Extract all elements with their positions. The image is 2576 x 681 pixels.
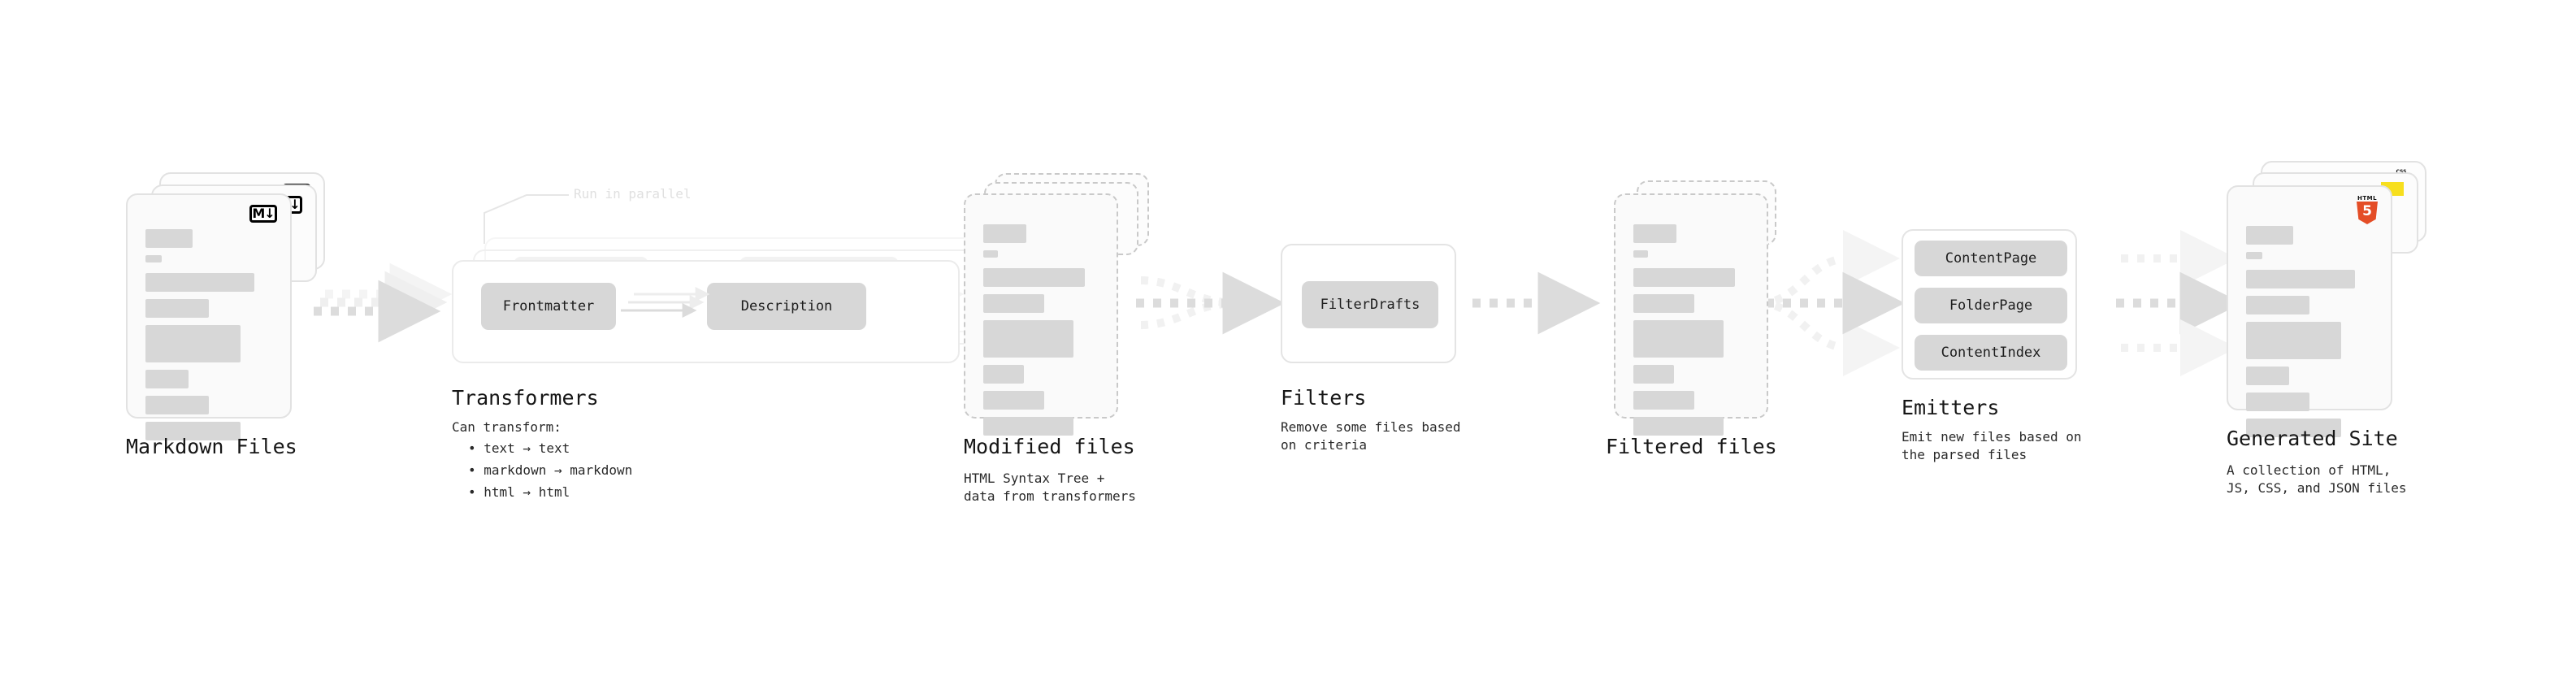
content-bar bbox=[1633, 294, 1695, 313]
content-bar bbox=[145, 229, 193, 248]
html5-icon-word: HTML bbox=[2357, 195, 2378, 202]
filters-title: Filters bbox=[1281, 386, 1367, 410]
filtered-card-front bbox=[1614, 193, 1768, 436]
transformers-bullet-1: • markdown → markdown bbox=[468, 462, 633, 478]
filtered-files-title: Filtered files bbox=[1606, 435, 1777, 458]
content-bar bbox=[1633, 224, 1676, 243]
markdown-badge: M↓ bbox=[249, 205, 277, 223]
content-bar bbox=[1633, 417, 1724, 436]
transformer-inner-arrows bbox=[621, 287, 710, 318]
emitter-chip-folderpage[interactable]: FolderPage bbox=[1915, 288, 2067, 323]
transformer-chip-label: Description bbox=[740, 298, 833, 314]
content-bar bbox=[1633, 320, 1724, 358]
content-bar bbox=[2246, 296, 2309, 314]
markdown-card-front: M↓ bbox=[126, 193, 292, 440]
emitter-chip-contentpage[interactable]: ContentPage bbox=[1915, 241, 2067, 276]
content-bar bbox=[983, 224, 1026, 243]
content-bar bbox=[983, 320, 1073, 358]
content-bar bbox=[983, 294, 1045, 313]
modified-card-content bbox=[983, 224, 1099, 443]
content-bar bbox=[2246, 367, 2290, 385]
arrow-modified-to-filters bbox=[1136, 271, 1286, 335]
content-bar bbox=[983, 365, 1024, 384]
content-bar bbox=[983, 268, 1085, 287]
markdown-files-title: Markdown Files bbox=[126, 435, 297, 458]
generated-site-title: Generated Site bbox=[2227, 427, 2398, 450]
site-card-content bbox=[2246, 226, 2373, 445]
content-bar bbox=[1633, 391, 1695, 410]
run-in-parallel-leader bbox=[484, 194, 569, 244]
emitters-subtitle: Emit new files based on the parsed files bbox=[1902, 429, 2082, 462]
content-bar bbox=[1633, 268, 1735, 287]
content-bar bbox=[145, 255, 163, 262]
site-card-front: HTML 5 bbox=[2227, 185, 2392, 437]
emitter-chip-label: ContentPage bbox=[1945, 250, 2037, 267]
content-bar bbox=[1633, 250, 1649, 258]
html5-icon: HTML 5 bbox=[2355, 195, 2379, 224]
content-bar bbox=[2246, 252, 2263, 259]
modified-card-front bbox=[964, 193, 1118, 436]
filter-chip-filterdrafts[interactable]: FilterDrafts bbox=[1302, 281, 1438, 328]
content-bar bbox=[145, 273, 255, 292]
content-bar bbox=[983, 391, 1045, 410]
transformer-chip-frontmatter[interactable]: Frontmatter bbox=[481, 283, 616, 330]
transformers-box: Frontmatter Description bbox=[452, 260, 960, 363]
content-bar bbox=[145, 422, 241, 440]
transformers-bullet-2: • html → html bbox=[468, 484, 570, 500]
content-bar bbox=[2246, 270, 2356, 288]
arrow-markdown-to-transformers bbox=[314, 262, 453, 343]
content-bar bbox=[2246, 226, 2293, 245]
emitters-title: Emitters bbox=[1902, 396, 2000, 419]
content-bar bbox=[145, 396, 209, 414]
content-bar bbox=[1633, 365, 1674, 384]
content-bar bbox=[145, 299, 209, 318]
filtered-card-content bbox=[1633, 224, 1749, 443]
transformer-chip-label: Frontmatter bbox=[502, 298, 595, 314]
content-bar bbox=[2246, 393, 2309, 411]
content-bar bbox=[145, 370, 189, 388]
content-bar bbox=[983, 417, 1073, 436]
run-in-parallel-hint: Run in parallel bbox=[574, 186, 692, 202]
content-bar bbox=[983, 250, 999, 258]
emitter-chip-contentindex[interactable]: ContentIndex bbox=[1915, 335, 2067, 371]
transformers-subtitle: Can transform: bbox=[452, 419, 562, 435]
content-bar bbox=[145, 325, 241, 362]
emitter-chip-label: ContentIndex bbox=[1941, 345, 2041, 361]
arrow-emitters-to-site bbox=[2116, 230, 2243, 376]
markdown-card-content bbox=[145, 229, 272, 448]
transformers-title: Transformers bbox=[452, 386, 599, 410]
filter-chip-label: FilterDrafts bbox=[1320, 297, 1420, 313]
html5-icon-shield: 5 bbox=[2357, 202, 2378, 224]
content-bar bbox=[2246, 322, 2341, 359]
modified-files-title: Modified files bbox=[964, 435, 1135, 458]
filters-subtitle: Remove some files based on criteria bbox=[1281, 419, 1461, 453]
content-bar bbox=[2246, 419, 2341, 437]
generated-site-subtitle: A collection of HTML, JS, CSS, and JSON … bbox=[2227, 462, 2407, 496]
transformers-bullet-0: • text → text bbox=[468, 440, 570, 456]
filters-box: FilterDrafts bbox=[1281, 244, 1456, 363]
css3-icon-label: CSS bbox=[2396, 169, 2407, 175]
emitters-box: ContentPage FolderPage ContentIndex bbox=[1902, 229, 2077, 380]
modified-files-subtitle: HTML Syntax Tree + data from transformer… bbox=[964, 471, 1136, 504]
transformer-chip-description[interactable]: Description bbox=[707, 283, 866, 330]
emitter-chip-label: FolderPage bbox=[1949, 297, 2033, 314]
